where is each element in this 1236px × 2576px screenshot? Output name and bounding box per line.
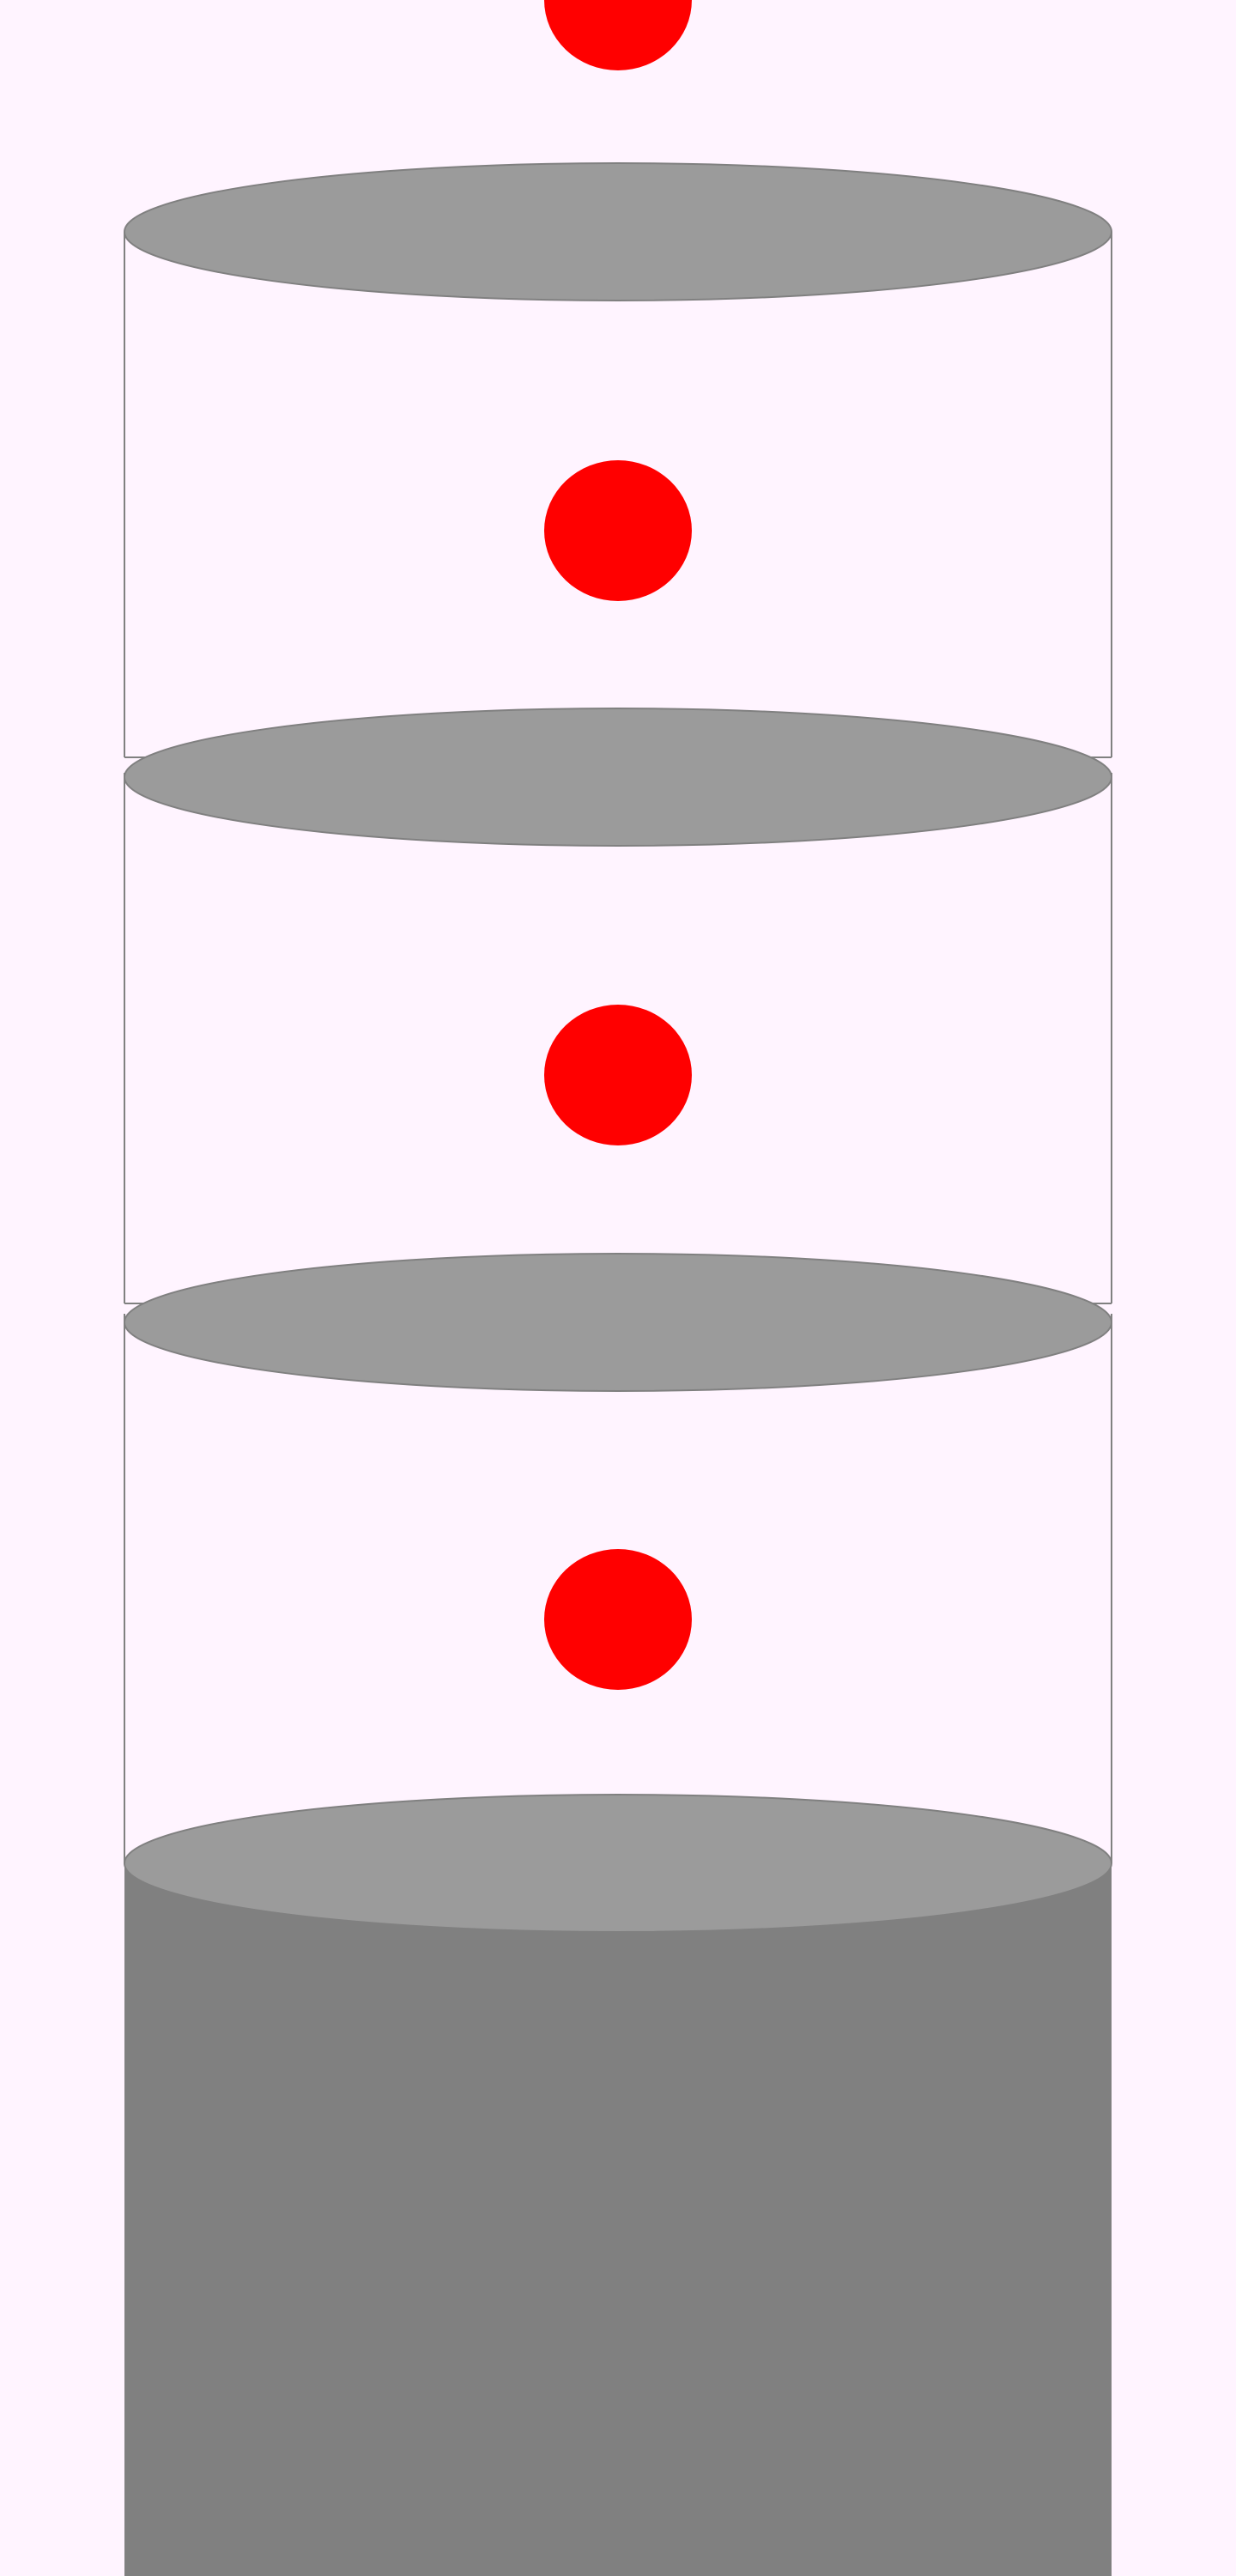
- disk-bottom[interactable]: [124, 1794, 1112, 1933]
- ball-level-2[interactable]: [544, 1005, 692, 1145]
- ball-top[interactable]: [544, 0, 692, 70]
- ball-level-1[interactable]: [544, 460, 692, 601]
- disk-level-1[interactable]: [124, 708, 1112, 847]
- disks: [124, 162, 1112, 1933]
- balls: [544, 0, 692, 1690]
- disk-level-2[interactable]: [124, 1253, 1112, 1392]
- ball-level-3[interactable]: [544, 1549, 692, 1690]
- disk-top[interactable]: [124, 162, 1112, 301]
- tube-fill-bottom: [124, 1863, 1112, 2576]
